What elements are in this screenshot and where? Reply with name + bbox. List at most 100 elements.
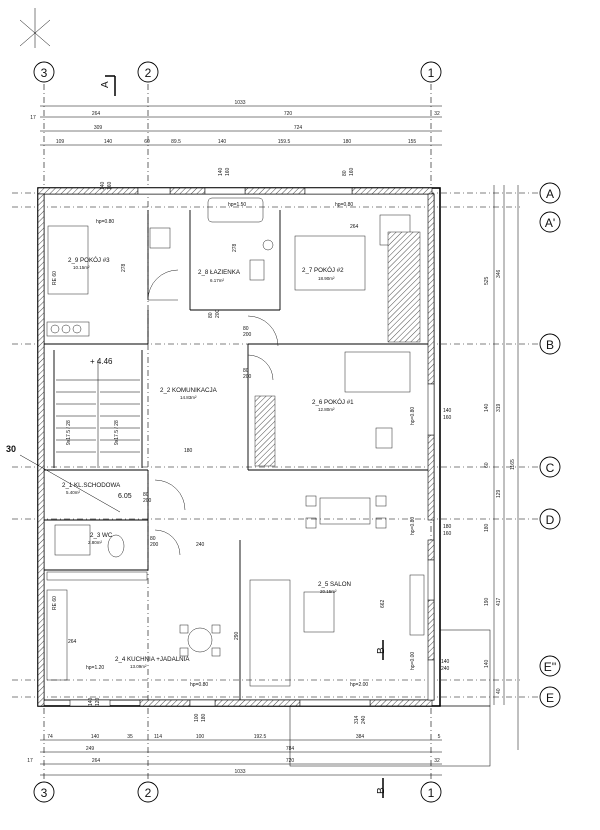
- axis-bubble-1-top: 1: [420, 61, 442, 83]
- stairs-note-2: 9x17.5 / 28: [114, 420, 120, 445]
- svg-text:2_4 KUCHNIA +JADALNIA: 2_4 KUCHNIA +JADALNIA: [115, 656, 190, 663]
- axis-bubble-E: E: [539, 686, 561, 708]
- dim-right-5: 129: [496, 489, 502, 498]
- svg-text:E'': E'': [544, 660, 557, 674]
- svg-text:80: 80: [150, 536, 156, 542]
- svg-text:20.15m²: 20.15m²: [320, 589, 337, 594]
- dim-right-8: 417: [496, 597, 502, 606]
- room-label-r21: 2_1 KL.SCHODOWA 5.40m²: [62, 482, 121, 495]
- north-arrow-icon: [19, 8, 51, 48]
- hp-note-d: hp=0.80: [410, 517, 416, 535]
- svg-text:140: 140: [218, 167, 224, 176]
- section-mark-b-bottom: B: [376, 778, 387, 798]
- svg-text:A: A: [546, 187, 554, 201]
- dim-top-r2-0: 17: [30, 115, 36, 121]
- svg-text:B: B: [376, 647, 387, 654]
- svg-text:80: 80: [243, 368, 249, 374]
- hp-note-bath: hp=1.50: [228, 202, 246, 208]
- dim-bot-r1-5: 192.5: [254, 734, 267, 740]
- room-label-r25: 2_5 SALON 20.15m²: [318, 581, 351, 594]
- hp-note-bottom-2: hp=0.80: [190, 682, 208, 688]
- hp-note-b: hp=0.80: [335, 202, 353, 208]
- svg-text:80: 80: [342, 170, 348, 176]
- svg-text:6.17m²: 6.17m²: [210, 278, 225, 283]
- dim-right-1: 346: [496, 269, 502, 278]
- svg-text:160: 160: [107, 181, 113, 190]
- dim-662: 662: [380, 599, 386, 608]
- svg-text:80: 80: [208, 312, 214, 318]
- interior-walls: [44, 210, 428, 700]
- axis-bubble-A-prime: A': [539, 211, 561, 233]
- svg-text:160: 160: [443, 415, 452, 421]
- svg-text:180: 180: [201, 713, 207, 722]
- room-label-r23: 2_3 WC 2.80m²: [88, 532, 113, 545]
- dim-right-10: 40: [496, 688, 502, 694]
- section-mark-a: A: [100, 75, 116, 96]
- svg-text:2_7 POKÓJ #2: 2_7 POKÓJ #2: [302, 267, 344, 274]
- dim-top-r4-3: 89.5: [171, 139, 181, 145]
- svg-text:80: 80: [243, 326, 249, 332]
- dim-264-a: 264: [350, 224, 359, 230]
- svg-text:240: 240: [441, 666, 450, 672]
- axis-bubble-B: B: [539, 333, 561, 355]
- window-marks: [69, 187, 435, 707]
- room-label-r24: 2_4 KUCHNIA +JADALNIA 13.09m²: [115, 656, 190, 669]
- svg-text:2_8 ŁAZIENKA: 2_8 ŁAZIENKA: [198, 269, 241, 276]
- svg-text:314: 314: [354, 715, 360, 724]
- svg-text:3: 3: [41, 786, 48, 800]
- dim-right-0: 525: [484, 276, 490, 285]
- balcony-outline: [289, 629, 491, 767]
- axis-bubble-2-top: 2: [137, 61, 159, 83]
- svg-text:B: B: [376, 787, 387, 794]
- svg-text:200: 200: [143, 498, 152, 504]
- dim-top-r2-3: 32: [434, 111, 440, 117]
- dim-278-a: 278: [121, 263, 127, 272]
- svg-text:12.80m²: 12.80m²: [318, 407, 335, 412]
- stair-level-label-2: 6.05: [118, 493, 132, 500]
- dim-top-r3-0: 309: [94, 125, 103, 131]
- svg-text:2_6 POKÓJ #1: 2_6 POKÓJ #1: [312, 399, 354, 406]
- hp-note-kitchen: hp=1.20: [86, 665, 104, 671]
- hp-note-salon: hp=0.00: [410, 652, 416, 670]
- svg-text:2_1 KL.SCHODOWA: 2_1 KL.SCHODOWA: [62, 482, 121, 489]
- svg-text:200: 200: [150, 542, 159, 548]
- svg-text:240: 240: [361, 715, 367, 724]
- hp-note-bottom: hp=2.00: [350, 682, 368, 688]
- left-edge-dim: 30: [6, 444, 16, 454]
- dim-bot-r3-3: 32: [434, 758, 440, 764]
- dim-240: 240: [196, 542, 205, 548]
- svg-text:B: B: [546, 338, 554, 352]
- re60-label-top: RE 60: [52, 271, 58, 285]
- svg-text:A: A: [100, 81, 111, 88]
- dim-bot-r1-1: 140: [91, 734, 100, 740]
- svg-text:2_2 KOMUNIKACJA: 2_2 KOMUNIKACJA: [160, 387, 218, 394]
- svg-text:160: 160: [225, 167, 231, 176]
- svg-text:1: 1: [428, 66, 435, 80]
- dim-top-total: 1033: [234, 100, 245, 106]
- svg-text:80: 80: [143, 492, 149, 498]
- svg-text:A': A': [545, 216, 555, 230]
- dim-top-r2-1: 264: [92, 111, 101, 117]
- axis-bubble-3-bottom: 3: [33, 781, 55, 803]
- dim-top-r4-7: 155: [408, 139, 417, 145]
- dim-top-r4-5: 159.5: [278, 139, 291, 145]
- hp-note-c: hp=0.80: [410, 407, 416, 425]
- axis-bubble-1-bottom: 1: [420, 781, 442, 803]
- dim-right-3: 319: [496, 403, 502, 412]
- dim-bot-r2-0: 249: [86, 746, 95, 752]
- dim-top-r3-1: 724: [294, 125, 303, 131]
- dim-278-b: 278: [232, 243, 238, 252]
- svg-text:140: 140: [443, 408, 452, 414]
- axis-bubble-2-bottom: 2: [137, 781, 159, 803]
- svg-text:D: D: [546, 513, 555, 527]
- axis-bubble-E-dbl: E'': [539, 655, 561, 677]
- svg-text:3: 3: [41, 66, 48, 80]
- svg-text:2.80m²: 2.80m²: [88, 540, 103, 545]
- top-dimensions: 1033 17 264 720 32 309 724 109 140 60 89…: [30, 100, 442, 146]
- staircase: [19, 379, 140, 513]
- dim-bot-r1-7: 5: [438, 734, 441, 740]
- svg-text:160: 160: [443, 531, 452, 537]
- svg-text:13.09m²: 13.09m²: [130, 664, 147, 669]
- svg-text:200: 200: [243, 374, 252, 380]
- svg-text:E: E: [546, 691, 554, 705]
